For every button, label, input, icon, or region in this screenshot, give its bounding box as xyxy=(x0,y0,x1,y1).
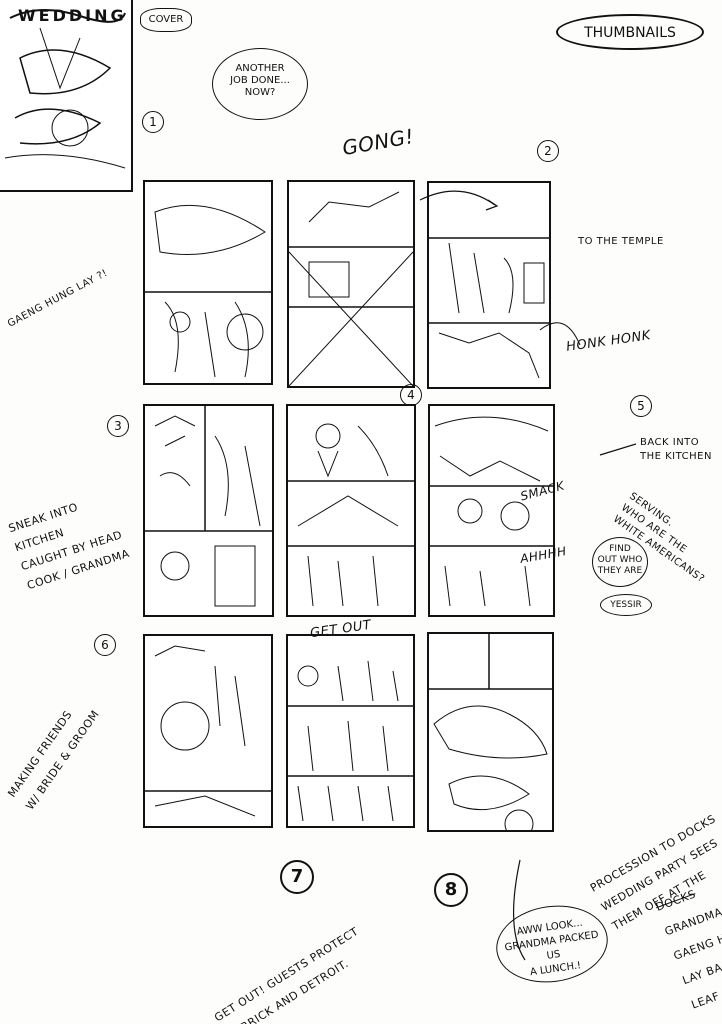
page-number-3: 3 xyxy=(107,415,129,437)
page-number-2: 2 xyxy=(537,140,559,162)
find-line-2: OUT WHO xyxy=(597,555,643,565)
page-8-thumbnail xyxy=(427,632,554,839)
cover-label: COVER xyxy=(140,8,192,32)
page-2-left-sketch xyxy=(288,191,414,387)
speech-line-3: NOW? xyxy=(244,87,276,98)
page-title: THUMBNAILS xyxy=(556,14,704,50)
page-4-sketch xyxy=(288,423,414,607)
find-line-1: FIND xyxy=(609,544,631,554)
page-2-right-sketch xyxy=(429,237,549,379)
page-2-right-thumbnail xyxy=(427,181,551,389)
page-number-8: 8 xyxy=(434,873,468,907)
page-7-thumbnail xyxy=(286,634,415,828)
page-number-7: 7 xyxy=(280,860,314,894)
page-2-left-thumbnail xyxy=(287,180,415,388)
speech-line-2: JOB DONE... xyxy=(230,75,290,86)
page-3-sketch xyxy=(145,406,272,607)
page-1-thumbnail xyxy=(143,180,273,385)
page-number-5: 5 xyxy=(630,395,652,417)
page-5-sketch xyxy=(430,416,553,607)
cover-sketch xyxy=(4,8,126,169)
page-8-sketch xyxy=(429,634,552,839)
page-5-thumbnail xyxy=(428,404,555,617)
page-7-sketch xyxy=(288,660,413,822)
page-number-1: 1 xyxy=(142,111,164,133)
find-line-3: THEY ARE xyxy=(597,566,643,576)
cover-title-lettering: WEDDING xyxy=(18,6,127,25)
page-4-thumbnail xyxy=(286,404,416,617)
page-6-thumbnail xyxy=(143,634,273,828)
speech-line-1: ANOTHER xyxy=(235,63,285,74)
note-to-the-temple: TO THE TEMPLE xyxy=(578,236,664,247)
page-number-6: 6 xyxy=(94,634,116,656)
note-back-into-kitchen: BACK INTO THE KITCHEN xyxy=(640,436,712,464)
note-back-line-1: BACK INTO xyxy=(640,437,700,448)
cover-thumbnail xyxy=(0,0,133,192)
page-3-thumbnail xyxy=(143,404,274,617)
page-1-sketch xyxy=(145,204,271,378)
speech-bubble-another-job: ANOTHER JOB DONE... NOW? xyxy=(212,48,308,120)
speech-bubble-yessir: YESSIR xyxy=(600,594,652,616)
page-6-sketch xyxy=(145,645,271,817)
speech-bubble-find-out: FIND OUT WHO THEY ARE xyxy=(592,537,648,587)
note-back-line-2: THE KITCHEN xyxy=(640,451,712,462)
